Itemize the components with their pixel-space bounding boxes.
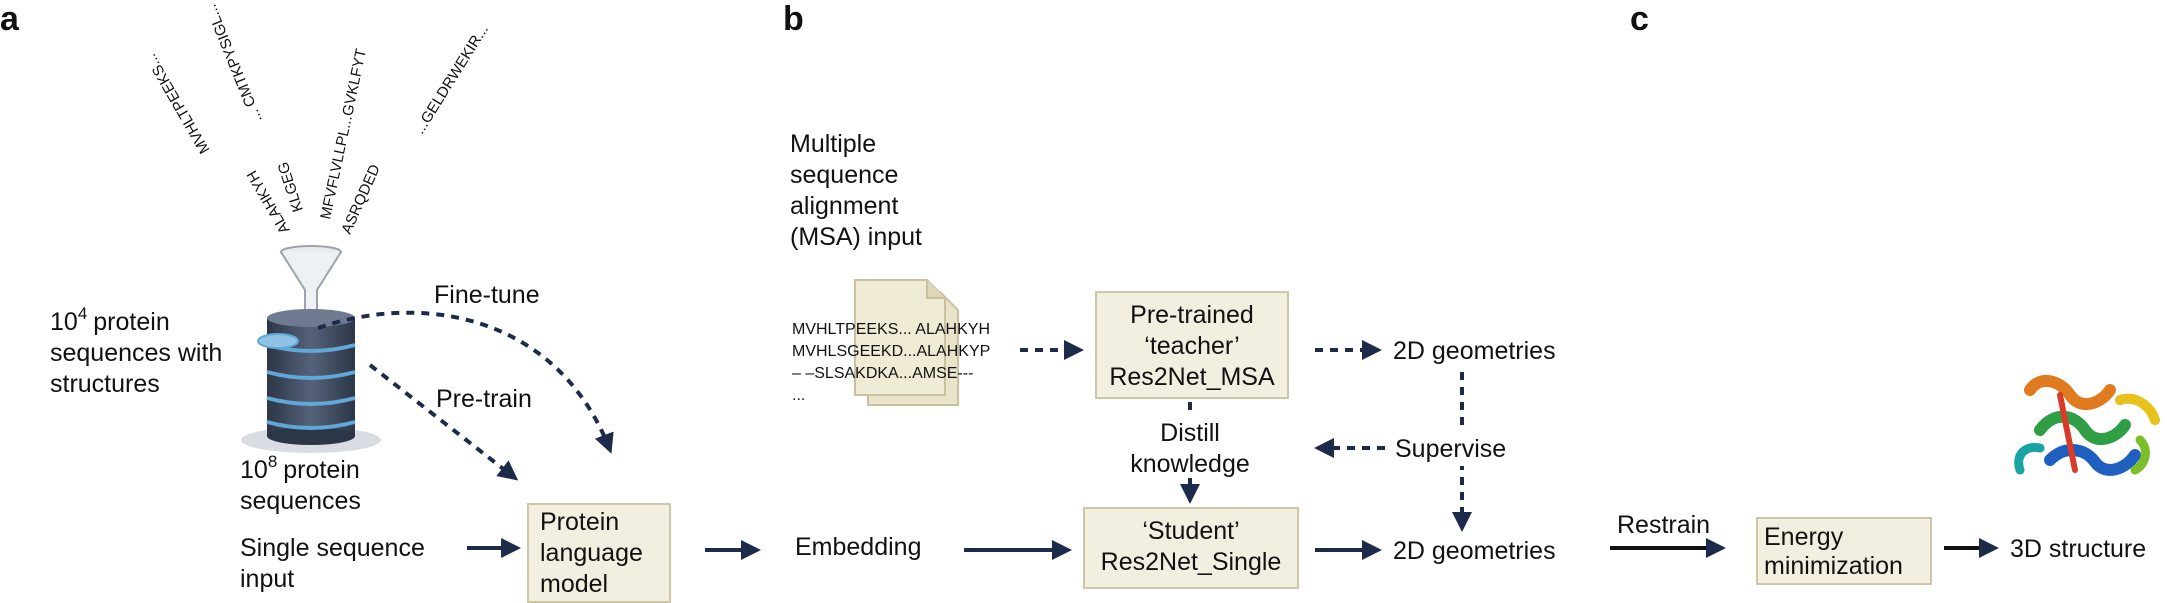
single-input-label-line1: Single sequence [240,534,425,562]
svg-text:– –SLSAKDKA...AMSE---: – –SLSAKDKA...AMSE--- [792,365,973,382]
plm-box: Protein language model [527,503,671,603]
restrain-label: Restrain [1617,511,1710,539]
svg-text:minimization: minimization [1764,552,1903,580]
panel-label-c: c [1630,0,1649,38]
finetune-arrow [317,310,614,454]
svg-text:Res2Net_MSA: Res2Net_MSA [1109,363,1275,391]
sequence-2-head: ... CMTKPYSIGL... [203,2,266,125]
single-input-label-line2: input [240,565,294,593]
svg-text:(MSA) input: (MSA) input [790,223,922,251]
msa-title: Multiple sequence alignment (MSA) input [790,130,922,251]
sequence-4-head: ...GELDRWEKIR... [411,22,492,138]
sequence-fan: ALAHKYH MVHLTPEEKS... KLGEG ... CMTKPYSI… [143,2,492,237]
svg-text:alignment: alignment [790,192,898,220]
msa-document-icon [854,279,959,406]
panel-label-a: a [0,0,20,38]
distill-label-line1: Distill [1160,419,1220,447]
svg-text:MVHLSGEEKD...ALAHKYP: MVHLSGEEKD...ALAHKYP [792,343,990,360]
supervise-label-bg [1388,432,1538,466]
svg-text:sequences: sequences [240,487,361,515]
energy-box: Energy minimization [1756,517,1932,585]
svg-text:language: language [540,539,643,567]
svg-text:‘Student’: ‘Student’ [1142,517,1239,545]
svg-text:...: ... [792,387,805,404]
svg-text:sequence: sequence [790,161,898,189]
svg-text:‘teacher’: ‘teacher’ [1144,332,1239,360]
svg-text:Protein: Protein [540,508,619,536]
svg-text:Energy: Energy [1764,523,1844,551]
teacher-box: Pre-trained ‘teacher’ Res2Net_MSA [1095,291,1289,399]
student-box: ‘Student’ Res2Net_Single [1083,507,1299,589]
svg-text:sequences with: sequences with [50,339,222,367]
svg-text:Pre-trained: Pre-trained [1130,301,1254,329]
distill-label-line2: knowledge [1130,450,1250,478]
finetune-label: Fine-tune [434,281,540,309]
panel-label-b: b [783,0,804,38]
sequence-4-tail: ASRQDED [338,162,384,237]
svg-text:Multiple: Multiple [790,130,876,158]
svg-text:structures: structures [50,370,160,398]
funnel-icon [280,245,342,313]
protein-structure-image [2014,375,2160,476]
distill-label-bg [1112,412,1268,478]
geometries-top: 2D geometries [1393,337,1556,365]
svg-text:Res2Net_Single: Res2Net_Single [1101,548,1282,576]
structure-label: 3D structure [2010,535,2146,563]
sequence-1-head: MVHLTPEEKS... [143,51,214,157]
embedding-label: Embedding [795,533,921,561]
svg-text:MVHLTPEEKS... ALAHKYH: MVHLTPEEKS... ALAHKYH [792,321,990,338]
msa-rows: MVHLTPEEKS... ALAHKYH MVHLSGEEKD...ALAHK… [792,321,990,404]
pretrain-arrow [368,363,519,481]
geometries-bottom: 2D geometries [1393,537,1556,565]
pretrain-label: Pre-train [436,385,532,413]
database-icon [241,309,381,453]
svg-text:model: model [540,570,608,598]
supervise-label: Supervise [1395,435,1506,463]
